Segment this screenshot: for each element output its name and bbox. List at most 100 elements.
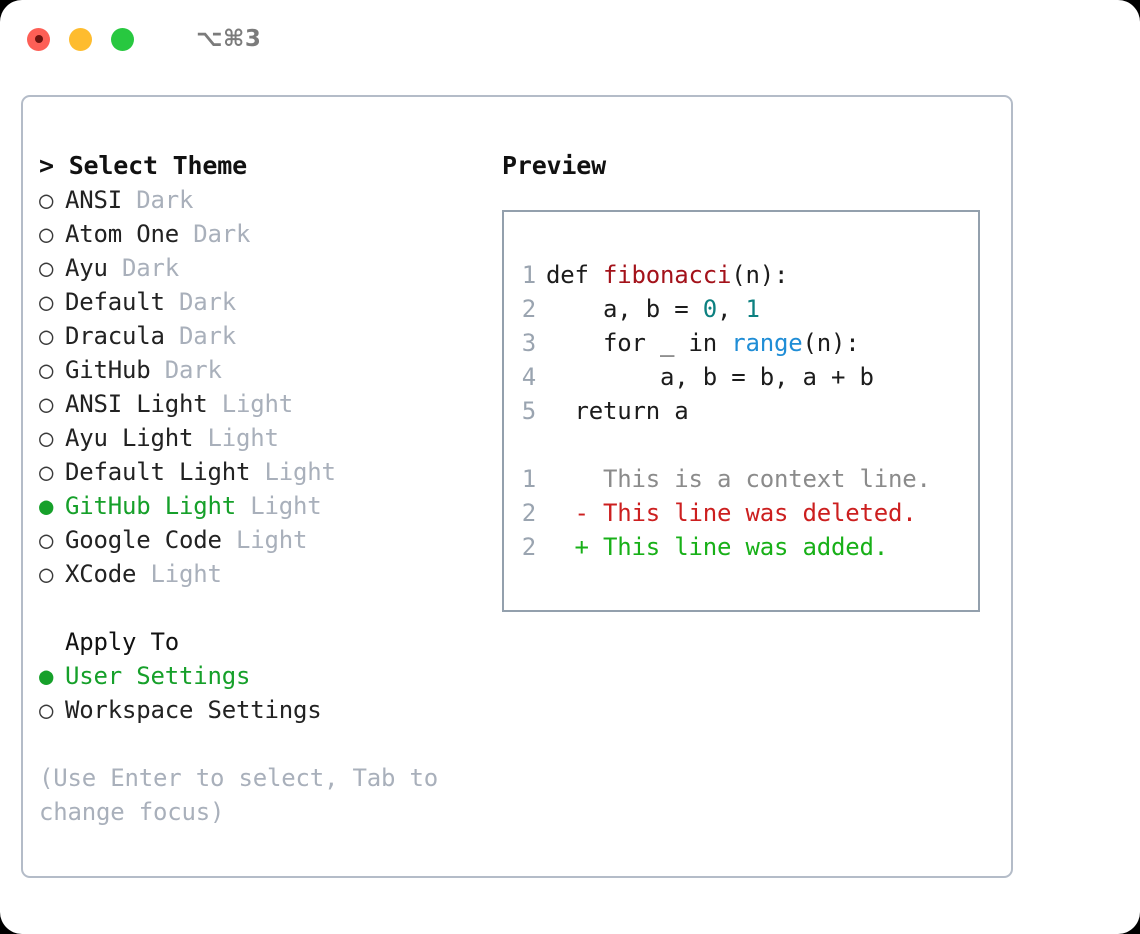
theme-option-variant: Light (221, 390, 293, 418)
code-token-fn: fibonacci (603, 261, 732, 289)
code-token-plain: a, b = (546, 295, 703, 323)
diff-line-text: This line was added. (603, 533, 888, 561)
code-token-plain: (n): (731, 261, 789, 289)
theme-list: ○ANSI Dark○Atom One Dark○Ayu Dark○Defaul… (39, 183, 483, 591)
diff-line-del: 2 - This line was deleted. (504, 496, 978, 530)
radio-unselected-icon[interactable]: ○ (39, 220, 54, 248)
radio-unselected-icon[interactable]: ○ (39, 288, 54, 316)
close-button[interactable] (27, 27, 50, 51)
theme-option-label: Ayu Light (65, 424, 208, 452)
theme-option-label: Ayu (65, 254, 122, 282)
preview-column: Preview 1 def fibonacci(n): 2 a, b = 0, 1 3… (483, 97, 1011, 876)
code-token-call: range (731, 329, 803, 357)
theme-option-variant: Light (264, 458, 336, 486)
apply-to-option-label: User Settings (65, 662, 251, 690)
select-theme-heading: > Select Theme (39, 151, 247, 180)
code-line-number: 5 (521, 397, 536, 425)
theme-option-github-light[interactable]: ● GitHub Light Light (39, 489, 483, 523)
code-line: 1 def fibonacci(n): (504, 258, 978, 292)
diff-marker: - (546, 499, 603, 527)
radio-unselected-icon[interactable]: ○ (39, 560, 54, 588)
radio-unselected-icon[interactable]: ○ (39, 186, 54, 214)
diff-marker (546, 462, 603, 496)
minimize-button[interactable] (69, 27, 92, 51)
theme-option-label: Dracula (65, 322, 179, 350)
diff-line-number: 2 (521, 533, 536, 561)
code-token-num: 1 (745, 295, 760, 323)
theme-option-ayu[interactable]: ○ Ayu Dark (39, 251, 483, 285)
theme-option-variant: Light (236, 526, 308, 554)
diff-line-number: 1 (521, 465, 536, 493)
main-panel: > Select Theme ○ANSI Dark○Atom One Dark○… (21, 95, 1013, 878)
radio-unselected-icon[interactable]: ○ (39, 356, 54, 384)
code-line: 4 a, b = b, a + b (504, 360, 978, 394)
radio-selected-icon[interactable]: ● (39, 662, 54, 690)
theme-option-variant: Dark (193, 220, 251, 248)
theme-option-label: GitHub (65, 356, 165, 384)
radio-unselected-icon[interactable]: ○ (39, 254, 54, 282)
theme-option-default[interactable]: ○Default Dark (39, 285, 483, 319)
apply-to-option-label: Workspace Settings (65, 696, 322, 724)
code-line-number: 1 (521, 261, 536, 289)
radio-unselected-icon[interactable]: ○ (39, 696, 54, 724)
keyboard-hint-text: (Use Enter to select, Tab to change focu… (39, 764, 438, 826)
apply-to-option-user-settings[interactable]: ● User Settings (39, 659, 483, 693)
radio-unselected-icon[interactable]: ○ (39, 322, 54, 350)
radio-unselected-icon[interactable]: ○ (39, 526, 54, 554)
keyboard-shortcut-label: ⌥⌘3 (196, 26, 262, 52)
theme-option-label: ANSI (65, 186, 137, 214)
theme-option-google-code[interactable]: ○ Google Code Light (39, 523, 483, 557)
theme-option-atom-one[interactable]: ○ Atom One Dark (39, 217, 483, 251)
theme-option-ayu-light[interactable]: ○ Ayu Light Light (39, 421, 483, 455)
theme-option-label: XCode (65, 560, 151, 588)
radio-unselected-icon[interactable]: ○ (39, 390, 54, 418)
theme-selection-column: > Select Theme ○ANSI Dark○Atom One Dark○… (23, 97, 483, 876)
theme-option-variant: Light (150, 560, 222, 588)
code-token-plain: return a (546, 397, 689, 425)
theme-option-label: Google Code (65, 526, 236, 554)
theme-option-ansi[interactable]: ○ ANSI Dark (39, 183, 483, 217)
theme-option-variant: Dark (122, 254, 179, 282)
theme-option-label: Atom One (65, 220, 194, 248)
code-line-number: 2 (521, 295, 536, 323)
code-token-plain: , (717, 295, 746, 323)
radio-unselected-icon[interactable]: ○ (39, 424, 54, 452)
theme-option-dracula[interactable]: ○Dracula Dark (39, 319, 483, 353)
code-line: 5 return a (504, 394, 978, 428)
code-line-number: 4 (521, 363, 536, 391)
preview-heading: Preview (502, 151, 606, 180)
theme-option-variant: Dark (179, 288, 236, 316)
apply-to-heading: Apply To (65, 628, 179, 656)
diff-line-ctx: 1 This is a context line. (504, 462, 978, 496)
code-token-plain: def (546, 261, 603, 289)
theme-option-default-light[interactable]: ○ Default Light Light (39, 455, 483, 489)
code-line: 3 for _ in range(n): (504, 326, 978, 360)
theme-option-variant: Dark (136, 186, 194, 214)
theme-option-variant: Light (207, 424, 279, 452)
traffic-light-group (27, 27, 134, 51)
theme-option-xcode[interactable]: ○ XCode Light (39, 557, 483, 591)
theme-option-label: Default Light (65, 458, 265, 486)
radio-unselected-icon[interactable]: ○ (39, 458, 54, 486)
title-bar: ⌥⌘3 (0, 0, 1140, 78)
theme-option-github[interactable]: ○ GitHub Dark (39, 353, 483, 387)
diff-line-text: This line was deleted. (603, 499, 917, 527)
code-token-num: 0 (702, 295, 717, 323)
code-preview-block: 1 def fibonacci(n): 2 a, b = 0, 1 3 for _ i… (504, 258, 978, 428)
theme-option-ansi-light[interactable]: ○ ANSI Light Light (39, 387, 483, 421)
apply-to-option-workspace-settings[interactable]: ○ Workspace Settings (39, 693, 483, 727)
diff-line-add: 2 + This line was added. (504, 530, 978, 564)
theme-option-variant: Light (250, 492, 322, 520)
radio-selected-icon[interactable]: ● (39, 492, 54, 520)
theme-option-variant: Dark (164, 356, 222, 384)
code-token-plain: for _ in (546, 329, 732, 357)
theme-option-label: GitHub Light (65, 492, 251, 520)
theme-option-label: ANSI Light (65, 390, 222, 418)
diff-line-number: 2 (521, 499, 536, 527)
preview-spacer (504, 428, 978, 462)
code-line-number: 3 (521, 329, 536, 357)
preview-box: 1 def fibonacci(n): 2 a, b = 0, 1 3 for _ i… (502, 210, 980, 612)
maximize-button[interactable] (111, 27, 134, 51)
diff-preview-block: 1 This is a context line.2 - This line w… (504, 462, 978, 564)
diff-marker: + (546, 533, 603, 561)
